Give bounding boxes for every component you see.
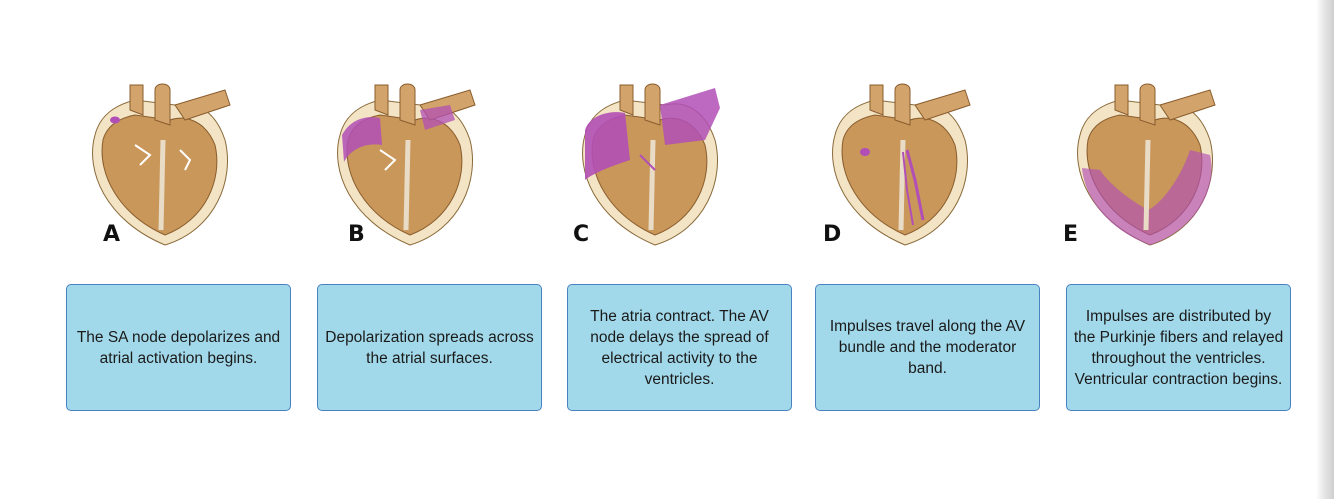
heart-illustration-c: [582, 83, 720, 246]
description-box-e[interactable]: Impulses are distributed by the Purkinje…: [1066, 284, 1291, 411]
heart-illustration-a: [92, 83, 231, 246]
stage-letter-b: B: [348, 222, 365, 247]
description-box-d[interactable]: Impulses travel along the AV bundle and …: [815, 284, 1040, 411]
description-box-b[interactable]: Depolarization spreads across the atrial…: [317, 284, 542, 411]
stage-letter-a: A: [103, 222, 121, 247]
description-text-b: Depolarization spreads across the atrial…: [325, 328, 534, 367]
stage-d: D: [815, 0, 1045, 260]
heart-illustration-d: [832, 83, 971, 246]
description-text-e: Impulses are distributed by the Purkinje…: [1073, 307, 1284, 388]
stage-letter-d: D: [823, 222, 842, 247]
description-text-d: Impulses travel along the AV bundle and …: [829, 318, 1026, 377]
description-text-c: The atria contract. The AV node delays t…: [590, 307, 769, 388]
heart-illustration-b: [337, 83, 476, 246]
description-text-a: The SA node depolarizes and atrial activ…: [76, 328, 281, 367]
stage-c: C: [565, 0, 795, 260]
stage-b: B: [320, 0, 550, 260]
heart-illustration-e: [1077, 83, 1216, 246]
stage-e: E: [1060, 0, 1290, 260]
description-box-c[interactable]: The atria contract. The AV node delays t…: [567, 284, 792, 411]
stage-a: A: [75, 0, 305, 260]
description-box-a[interactable]: The SA node depolarizes and atrial activ…: [66, 284, 291, 411]
stage-letter-c: C: [573, 222, 590, 247]
page-edge-shadow: [1316, 0, 1334, 499]
stage-letter-e: E: [1063, 222, 1079, 247]
